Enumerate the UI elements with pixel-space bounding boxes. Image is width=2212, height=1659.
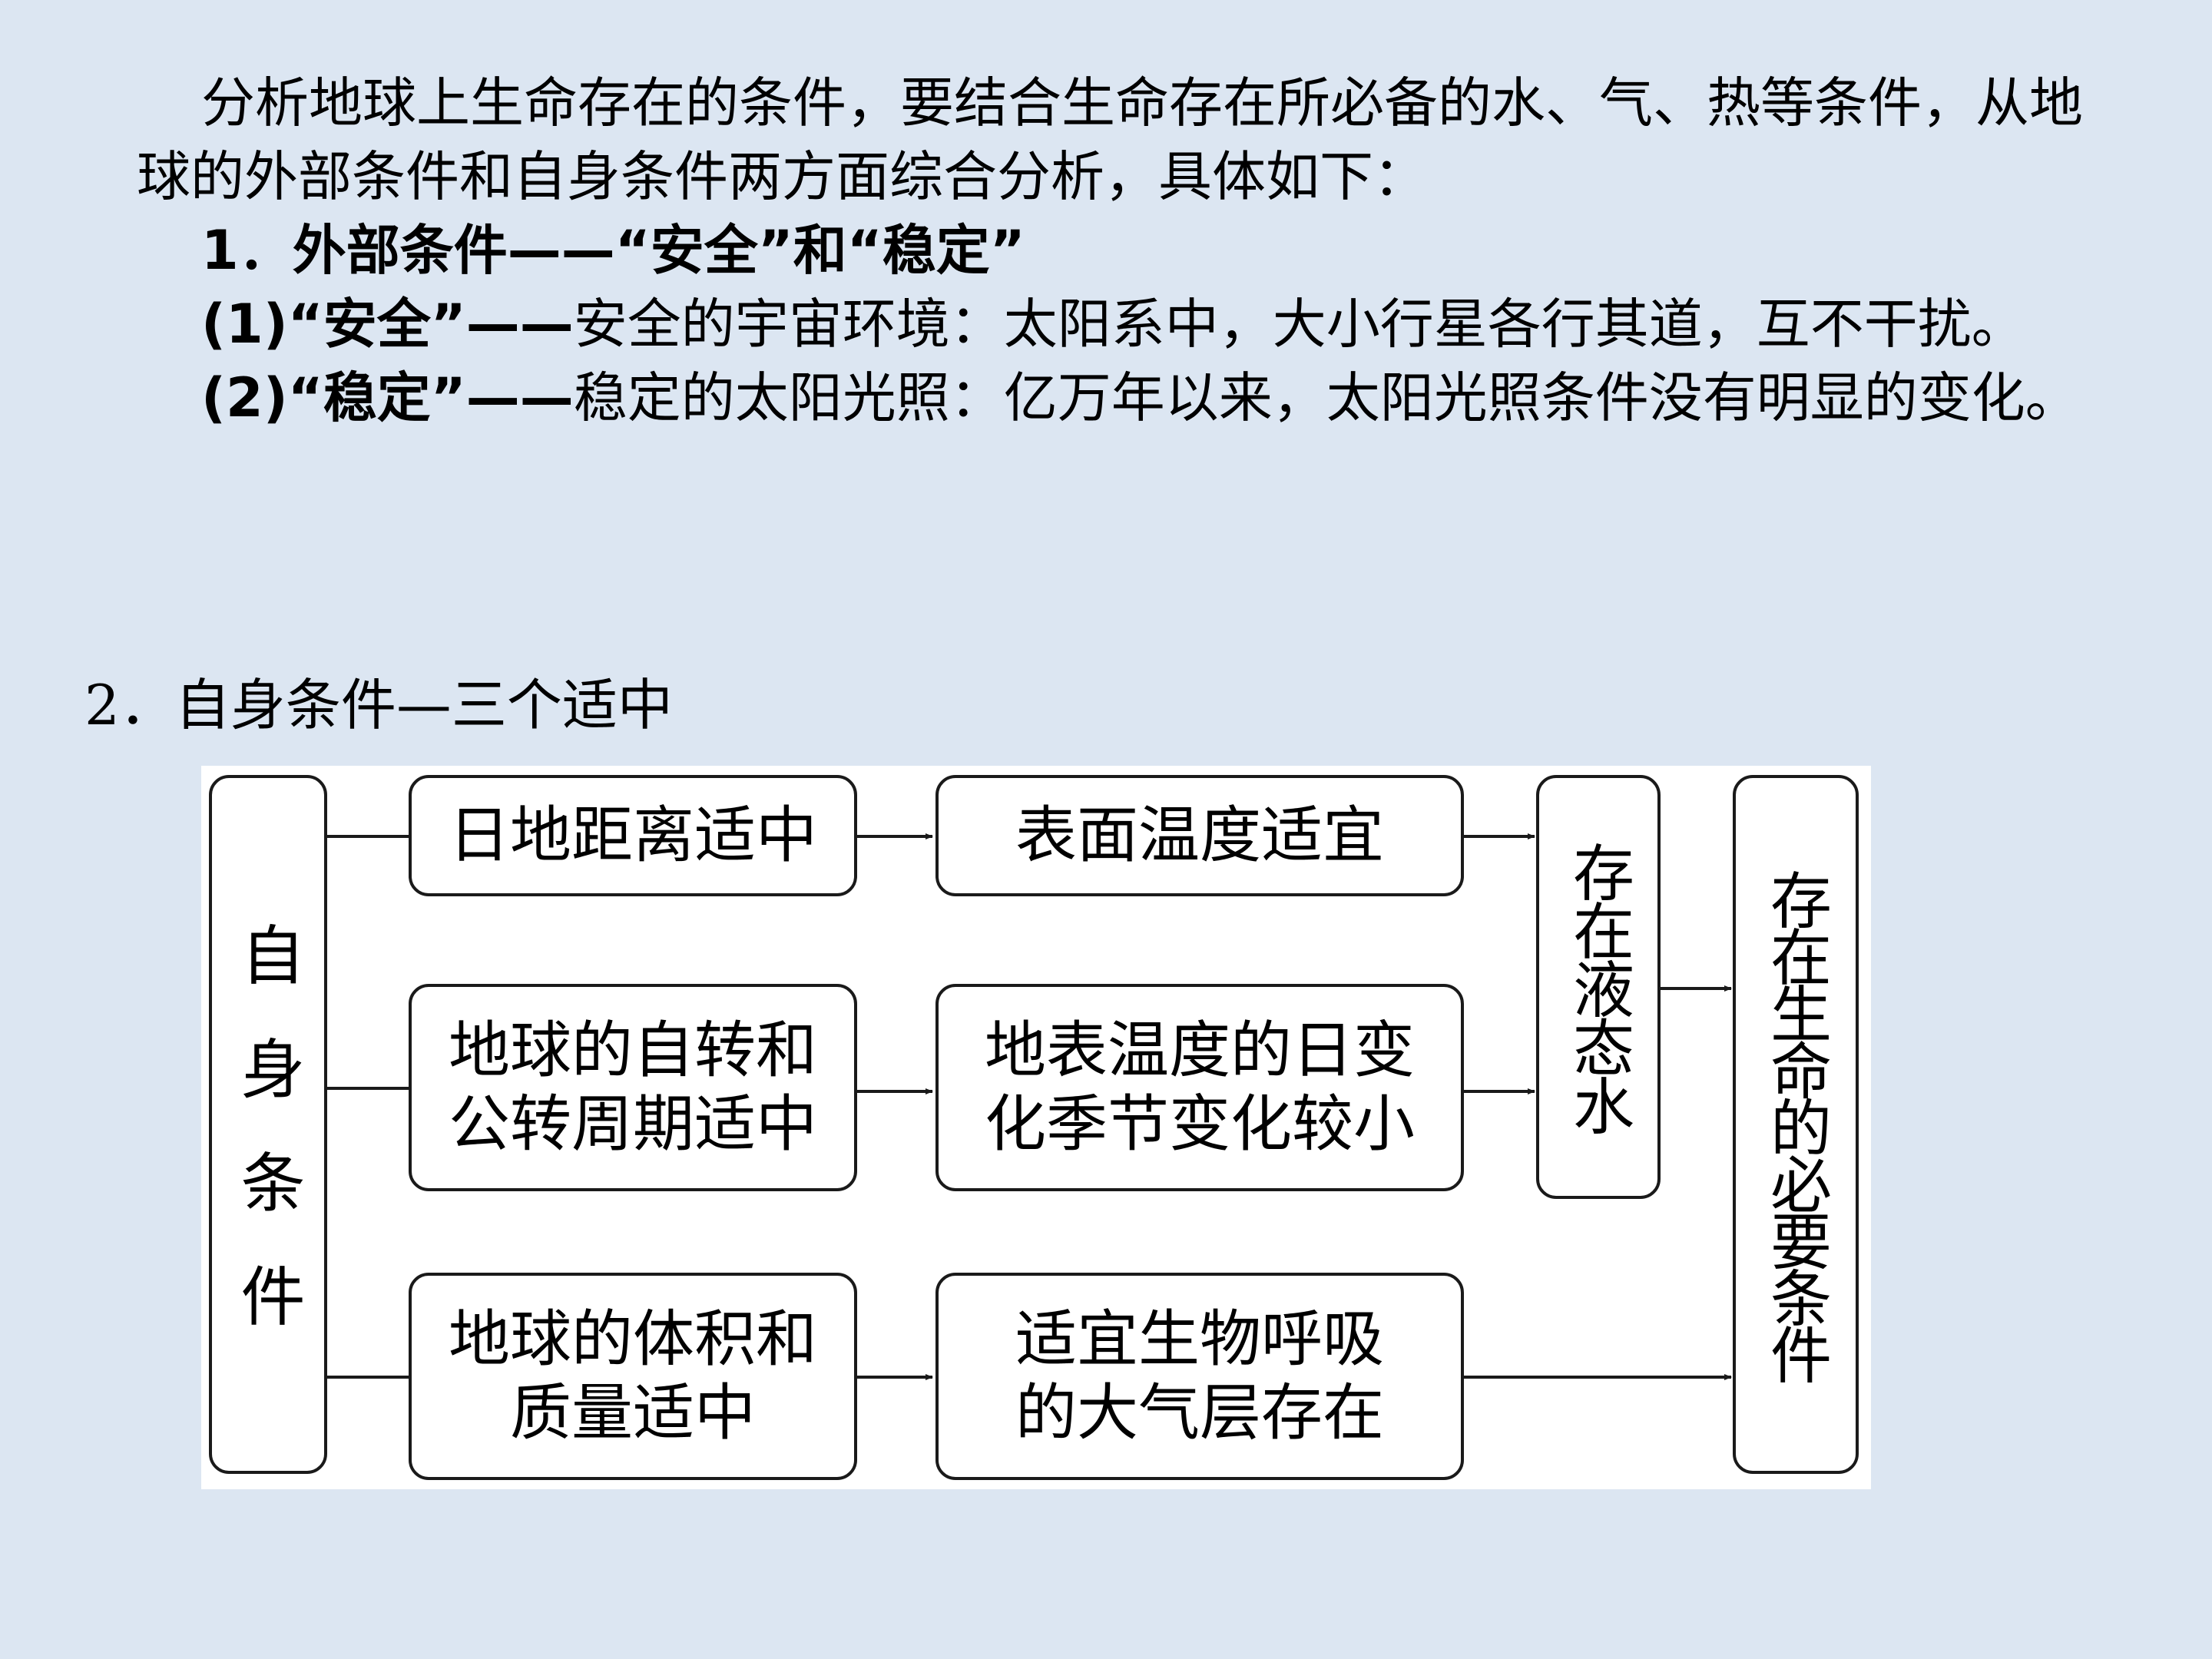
cause-box-volume-mass: 地球的体积和 质量适中 bbox=[409, 1273, 857, 1480]
section2-number: 2． bbox=[84, 673, 175, 737]
section2-heading: 2．自身条件—三个适中 bbox=[84, 668, 673, 742]
item-stability: (2)“稳定”——稳定的太阳光照：亿万年以来，太阳光照条件没有明显的变化。 bbox=[137, 361, 2103, 435]
heading-external-conditions: 1．外部条件——“安全”和“稳定” bbox=[201, 219, 1025, 282]
item-stability-label: (2)“稳定”—— bbox=[201, 366, 574, 429]
item-stability-text: 稳定的太阳光照：亿万年以来，太阳光照条件没有明显的变化。 bbox=[573, 366, 2079, 429]
item-safety: (1)“安全”——安全的宇宙环境：太阳系中，大小行星各行其道，互不干扰。 bbox=[137, 287, 2103, 361]
item-safety-text: 安全的宇宙环境：太阳系中，大小行星各行其道，互不干扰。 bbox=[573, 293, 2025, 356]
intro-text: 分析地球上生命存在的条件，要结合生命存在所必备的水、气、热等条件，从地球的外部条… bbox=[137, 66, 2103, 435]
cause-box-sun-distance: 日地距离适中 bbox=[409, 775, 857, 896]
effect-box-surface-temperature: 表面温度适宜 bbox=[935, 775, 1464, 896]
flow-diagram: 自身条件 日地距离适中 地球的自转和 公转周期适中 地球的体积和 质量适中 表面… bbox=[201, 766, 1871, 1489]
result-box: 存在生命的必要条件 bbox=[1733, 775, 1859, 1474]
section2-title: 自身条件—三个适中 bbox=[174, 673, 673, 737]
intro-paragraph: 分析地球上生命存在的条件，要结合生命存在所必备的水、气、热等条件，从地球的外部条… bbox=[137, 71, 2083, 208]
connector-lines bbox=[327, 833, 1732, 1380]
liquid-water-box: 存在液态水 bbox=[1536, 775, 1661, 1199]
source-box: 自身条件 bbox=[209, 775, 327, 1474]
item-safety-label: (1)“安全”—— bbox=[201, 293, 574, 356]
effect-box-temperature-variation: 地表温度的日变 化季节变化较小 bbox=[935, 984, 1464, 1191]
effect-box-atmosphere: 适宜生物呼吸 的大气层存在 bbox=[935, 1273, 1464, 1480]
cause-box-rotation-revolution: 地球的自转和 公转周期适中 bbox=[409, 984, 857, 1191]
